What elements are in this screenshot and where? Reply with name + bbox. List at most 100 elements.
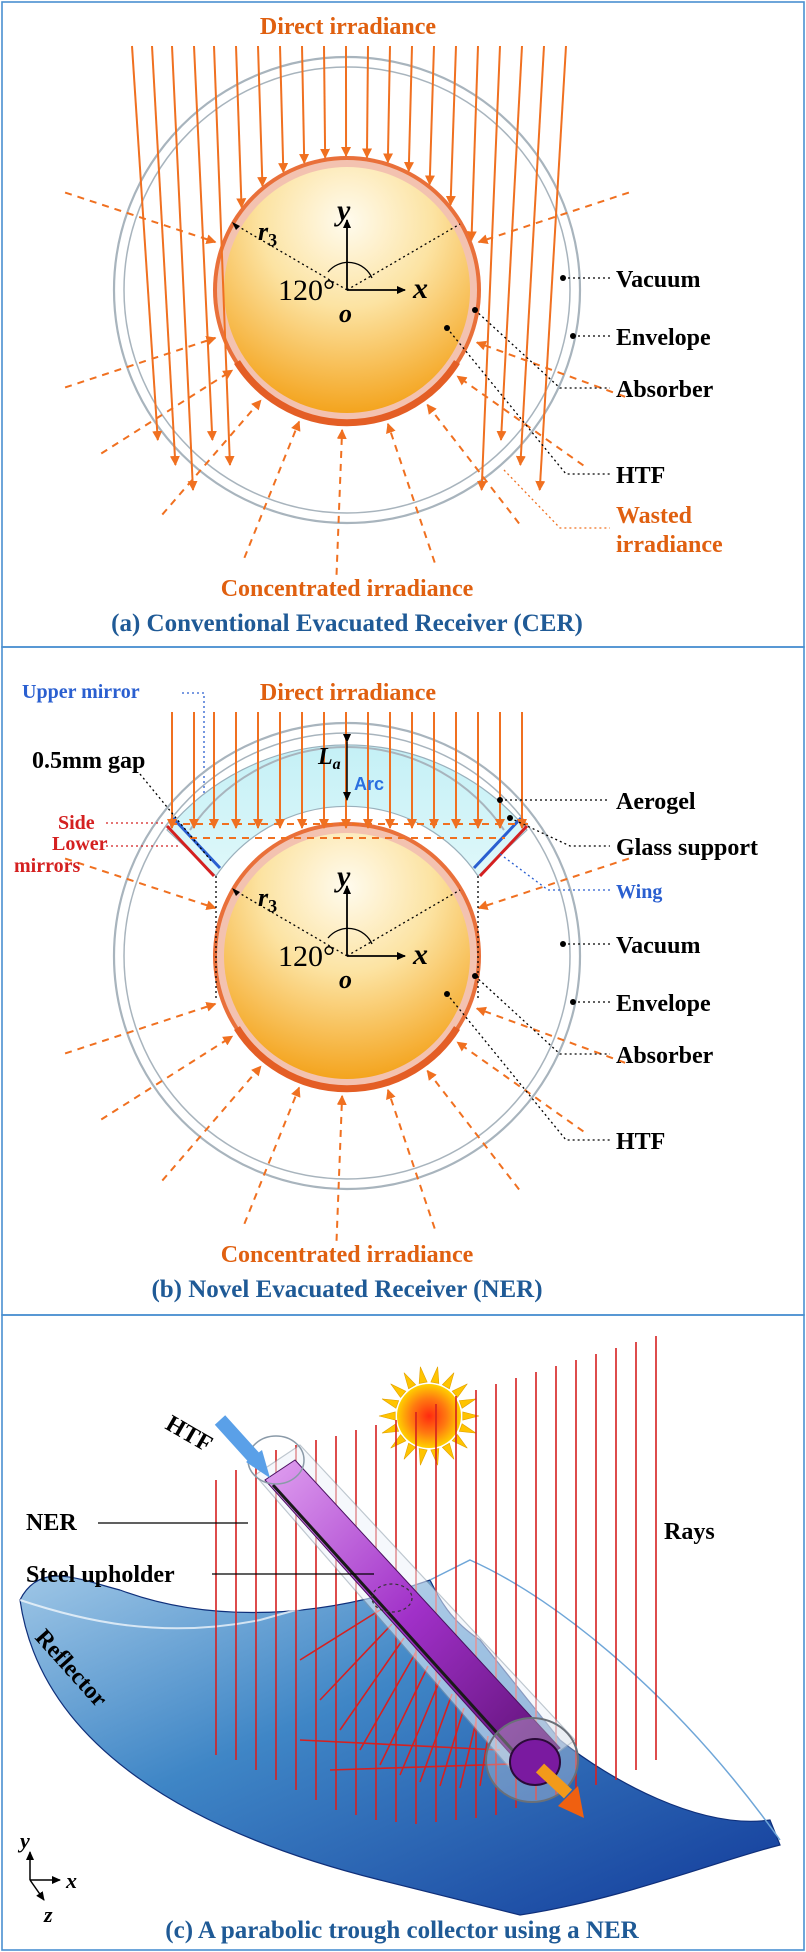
- direct-ray: [131, 45, 163, 441]
- radius-arrow-b: [232, 888, 240, 896]
- glass-support-leader: [509, 817, 610, 847]
- steel-upholder-rod: [271, 1483, 537, 1777]
- panel-a-caption: (a) Conventional Evacuated Receiver (CER…: [111, 610, 583, 637]
- angle-arc: [327, 261, 373, 279]
- direct-irradiance-label-b: Direct irradiance: [260, 680, 437, 706]
- wasted-label-1: Wasted: [616, 503, 693, 529]
- direct-ray: [193, 45, 217, 441]
- sun-ray: [458, 1398, 477, 1409]
- concentrated-ray: [243, 1086, 301, 1225]
- vacuum-label: Vacuum: [616, 267, 700, 293]
- mirrors-label: mirrors: [14, 855, 80, 877]
- x-axis-label-b: x: [412, 938, 428, 971]
- direct-ray: [477, 45, 501, 491]
- sun-ray: [381, 1423, 400, 1434]
- triad-x-label: x: [65, 1868, 77, 1893]
- sun-icon: [378, 1366, 480, 1466]
- concentrated-ray: [456, 1041, 584, 1133]
- wing-leader: [499, 853, 610, 891]
- concentrated-irradiance-label-b: Concentrated irradiance: [221, 1242, 474, 1268]
- sun-ray: [458, 1423, 477, 1434]
- ner-label: NER: [26, 1510, 77, 1536]
- sun-ray: [451, 1383, 468, 1398]
- upper-mirror-right: [472, 816, 523, 870]
- direct-ray: [403, 45, 414, 173]
- direct-ray: [535, 45, 567, 491]
- y-axis-label-b: y: [334, 860, 351, 893]
- radius-line-left-b: [233, 889, 348, 957]
- direct-ray: [151, 45, 180, 466]
- panel-c: HTF NER Steel upholder Rays Reflector y …: [17, 1336, 781, 1944]
- sun-ray: [378, 1411, 396, 1421]
- panel-b-caption: (b) Novel Evacuated Receiver (NER): [151, 1276, 542, 1303]
- reflected-ray: [479, 1735, 489, 1787]
- direct-ray: [383, 45, 394, 164]
- steel-upholder-label: Steel upholder: [26, 1562, 175, 1588]
- sun-ray: [430, 1448, 440, 1466]
- origin-label-b: o: [339, 965, 352, 994]
- reflected-ray: [339, 1637, 405, 1731]
- direct-ray: [257, 45, 268, 188]
- htf-leader: [446, 327, 610, 475]
- wasted-leader: [503, 469, 610, 529]
- wing-label: Wing: [616, 881, 662, 903]
- absorber-leader: [474, 309, 610, 389]
- upper-mirror-left: [171, 816, 222, 870]
- direct-ray: [213, 45, 235, 466]
- sun-ray: [403, 1372, 417, 1390]
- side-label: Side: [58, 812, 95, 834]
- direct-ray: [424, 45, 435, 186]
- y-axis-label: y: [334, 194, 351, 227]
- side-mirror-left: [165, 824, 216, 878]
- reflected-ray: [329, 1763, 513, 1771]
- radius-line-right-b: [346, 889, 461, 957]
- absorber-leader-b: [474, 975, 610, 1055]
- side-mirror-right: [478, 824, 529, 878]
- sun-disc: [397, 1384, 461, 1448]
- sun-ray: [462, 1411, 480, 1421]
- gap-leader: [139, 773, 213, 863]
- direct-ray: [171, 45, 198, 491]
- concentrated-ray: [477, 857, 630, 911]
- direct-ray: [466, 45, 479, 242]
- arc-label: Arc: [354, 774, 384, 794]
- radius-line-right: [346, 223, 461, 291]
- concentrated-ray: [64, 191, 217, 245]
- upper-mirror-label: Upper mirror: [22, 681, 140, 703]
- absorber-label-b: Absorber: [616, 1043, 714, 1069]
- sun-ray: [430, 1366, 440, 1384]
- triad-z-label: z: [43, 1902, 53, 1927]
- sun-ray: [441, 1372, 455, 1390]
- sun-ray: [441, 1442, 455, 1460]
- concentrated-ray: [64, 335, 217, 389]
- panel-a: Direct irradiance y x o 120° r3 Vacuum E…: [64, 14, 723, 637]
- htf-inlet-arrow: [214, 1415, 264, 1467]
- sun-rays-icon: [378, 1366, 480, 1466]
- direct-ray: [278, 45, 289, 174]
- angle-label-b: 120°: [278, 940, 335, 973]
- concentrated-ray: [386, 422, 436, 563]
- concentrated-ray: [426, 1069, 520, 1191]
- absorber-hot-arc-b: [234, 1026, 460, 1093]
- reflected-rays: [299, 1609, 513, 1789]
- htf-label: HTF: [616, 463, 665, 489]
- direct-ray: [235, 45, 247, 209]
- radius-arrow: [232, 222, 240, 230]
- sun-ray: [381, 1398, 400, 1409]
- envelope-label: Envelope: [616, 325, 711, 351]
- reflected-ray: [399, 1679, 441, 1776]
- angle-arc-b: [327, 927, 373, 945]
- reflected-ray: [319, 1623, 393, 1701]
- htf-label-c: HTF: [161, 1411, 217, 1458]
- absorber-tube: [264, 1459, 561, 1771]
- gap-label: 0.5mm gap: [32, 748, 145, 774]
- concentrated-ray: [426, 403, 520, 525]
- direct-rays-b: [167, 712, 530, 839]
- reflected-ray: [359, 1651, 417, 1751]
- la-label: La: [317, 744, 341, 773]
- glass-support-label: Glass support: [616, 835, 758, 861]
- sun-ray: [418, 1366, 428, 1384]
- panel-b: Direct irradiance Upper mirror La Arc 0.…: [14, 680, 758, 1303]
- concentrated-irradiance-label: Concentrated irradiance: [221, 576, 474, 602]
